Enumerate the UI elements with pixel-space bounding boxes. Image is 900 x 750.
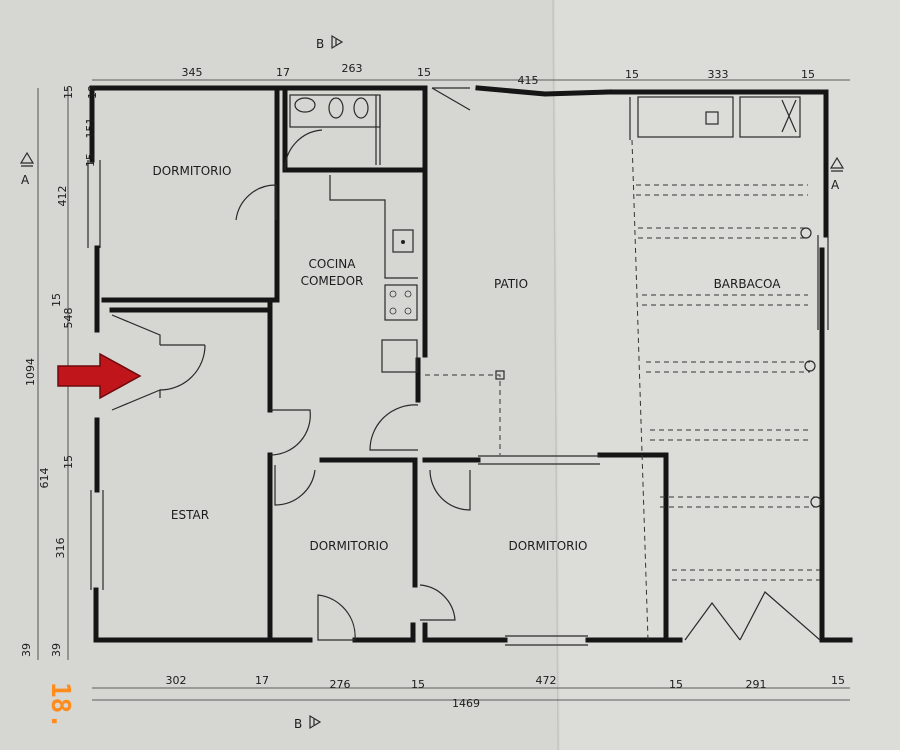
room-label-dormitorio-nw: DORMITORIO (152, 164, 231, 178)
dim-top: 15 (801, 68, 815, 81)
entrance-arrow-icon (57, 352, 142, 400)
dim-top: 415 (518, 74, 539, 87)
dim-left: 15 (50, 293, 63, 307)
walls (89, 85, 853, 643)
dim-left-outer: 1094 (24, 358, 37, 386)
paper-left-sheet (0, 0, 560, 750)
dim-left: 316 (54, 538, 67, 559)
dim-left: 15 (62, 455, 75, 469)
dim-left: 548 (62, 308, 75, 329)
dim-left: 15 (84, 153, 97, 167)
dim-bottom: 17 (255, 674, 269, 687)
section-marks: B B A A (19, 34, 845, 731)
dimensions-bottom: 302 17 276 15 472 15 291 15 1469 (166, 674, 846, 710)
wall-barbacoa-e (819, 247, 853, 643)
dim-top: 15 (625, 68, 639, 81)
room-label-cocina: COCINA (309, 257, 357, 271)
dim-bottom: 15 (411, 678, 425, 691)
dim-left: 39 (50, 643, 63, 657)
dimensions-left-inner: 19 151 15 412 15 548 15 614 316 39 (38, 85, 99, 657)
section-arrow-b-bottom-icon (309, 714, 322, 730)
section-mark-b-top: B (316, 37, 324, 51)
room-label-barbacoa: BARBACOA (714, 277, 782, 291)
dim-top: 17 (276, 66, 290, 79)
dim-left: 19 (86, 85, 99, 99)
wall-south-c (422, 622, 508, 643)
wall-south-a (93, 587, 313, 643)
section-mark-a-right: A (831, 178, 840, 192)
section-arrow-a-left-icon (19, 151, 35, 167)
wall-dorm-nw (101, 89, 280, 303)
dim-top: 15 (417, 66, 431, 79)
dim-top: 345 (182, 66, 203, 79)
room-label-estar: ESTAR (171, 508, 209, 522)
dim-bottom: 291 (746, 678, 767, 691)
room-label-comedor: COMEDOR (301, 274, 364, 288)
wall-south-b (352, 622, 416, 643)
dim-bottom: 472 (536, 674, 557, 687)
dim-left-outer: 15 (62, 85, 75, 99)
dim-left: 614 (38, 468, 51, 489)
date-stamp: 18. (45, 682, 75, 729)
section-arrow-a-right-icon (829, 156, 845, 172)
dim-left-outer: 39 (20, 643, 33, 657)
dim-bottom: 302 (166, 674, 187, 687)
wall-barbacoa-n (605, 89, 829, 238)
section-mark-a-left: A (21, 173, 30, 187)
dim-bottom: 276 (330, 678, 351, 691)
dim-left: 412 (56, 186, 69, 207)
dimensions-left-outer: 15 1094 39 (20, 85, 75, 657)
dim-bottom: 15 (831, 674, 845, 687)
section-arrow-b-top-icon (331, 34, 344, 50)
dim-total-bottom: 1469 (452, 697, 480, 710)
room-labels: DORMITORIO COCINA COMEDOR PATIO BARBACOA… (152, 164, 781, 553)
dim-bottom: 15 (669, 678, 683, 691)
dim-top: 333 (708, 68, 729, 81)
room-label-dormitorio-s1: DORMITORIO (309, 539, 388, 553)
dim-left: 151 (84, 118, 97, 139)
room-label-patio: PATIO (494, 277, 528, 291)
room-label-dormitorio-s2: DORMITORIO (508, 539, 587, 553)
wall-patio-n (475, 85, 613, 97)
dimensions-top: 345 17 263 15 415 15 333 15 (182, 62, 816, 87)
paper-fold (552, 0, 559, 750)
dim-top: 263 (342, 62, 363, 75)
section-mark-b-bottom: B (294, 717, 302, 731)
